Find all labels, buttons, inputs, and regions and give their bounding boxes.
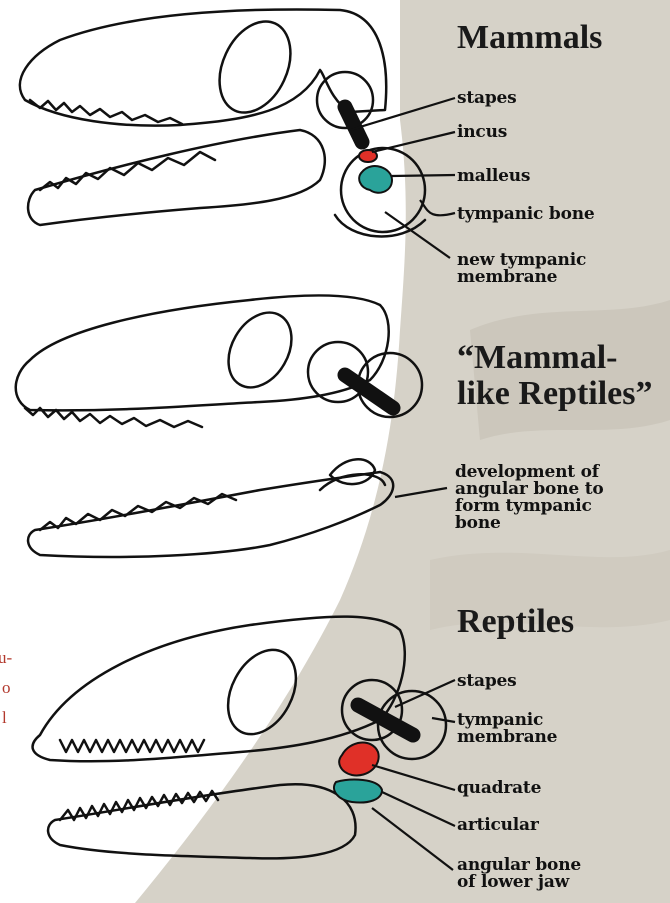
reptile-articular-label: articular [457, 817, 539, 833]
reptile-quadrate-label: quadrate [457, 780, 541, 796]
mlr-label-line3: form tympanic [455, 498, 592, 514]
reptile-membrane-label-line1: tympanic [457, 712, 543, 728]
mammal-like-reptile-skull [16, 295, 422, 557]
mammal-like-header-line2: like Reptiles” [457, 376, 652, 412]
mammal-skull [20, 9, 425, 236]
side-text-line3: l [2, 703, 7, 733]
mammal-stapes-label: stapes [457, 90, 517, 106]
mammal-new-membrane-label-line2: membrane [457, 269, 557, 285]
mammals-header: Mammals [457, 20, 602, 56]
mammal-new-membrane-label-line1: new tympanic [457, 252, 586, 268]
mammal-incus-label: incus [457, 124, 507, 140]
mlr-label-line1: development of [455, 464, 599, 480]
rock-background [135, 0, 670, 903]
mlr-label-line2: angular bone to [455, 481, 603, 497]
mammal-like-header-line1: “Mammal- [457, 340, 618, 376]
side-text-line2: o [2, 673, 11, 703]
mammal-malleus-label: malleus [457, 168, 530, 184]
reptiles-header: Reptiles [457, 604, 574, 640]
mlr-label-line4: bone [455, 515, 501, 531]
side-text-line1: u- [0, 643, 12, 673]
reptile-stapes-label: stapes [457, 673, 517, 689]
mammal-tympanic-bone-label: tympanic bone [457, 206, 595, 222]
reptile-membrane-label-line2: membrane [457, 729, 557, 745]
reptile-angular-label-line1: angular bone [457, 857, 581, 873]
reptile-angular-label-line2: of lower jaw [457, 874, 569, 890]
